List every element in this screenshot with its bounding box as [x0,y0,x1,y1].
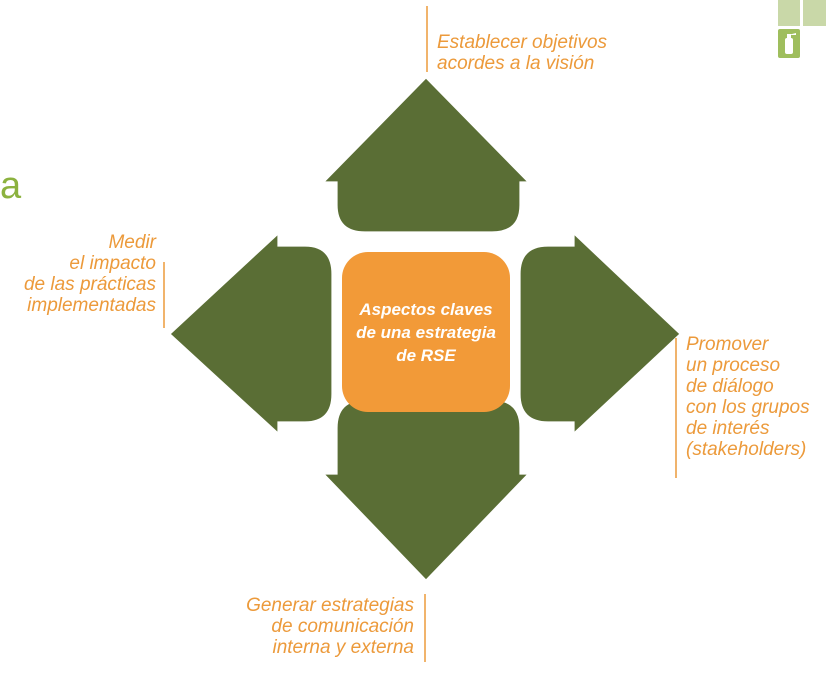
label-bottom: Generar estrategias de comunicación inte… [246,595,414,658]
center-label: Aspectos claves de una estrategia de RSE [356,299,496,365]
arrow-up [322,77,530,233]
arrow-right [519,232,681,435]
label-left: Medir el impacto de las prácticas implem… [23,232,156,316]
label-top: Establecer objetivos acordes a la visión [437,32,608,74]
label-right: Promover un proceso de diálogo con los g… [686,334,810,460]
fire-extinguisher-icon [778,0,826,58]
arrow-left [169,232,333,435]
center-box [342,252,510,412]
arrow-down [322,399,530,581]
partial-heading: a [0,165,22,207]
